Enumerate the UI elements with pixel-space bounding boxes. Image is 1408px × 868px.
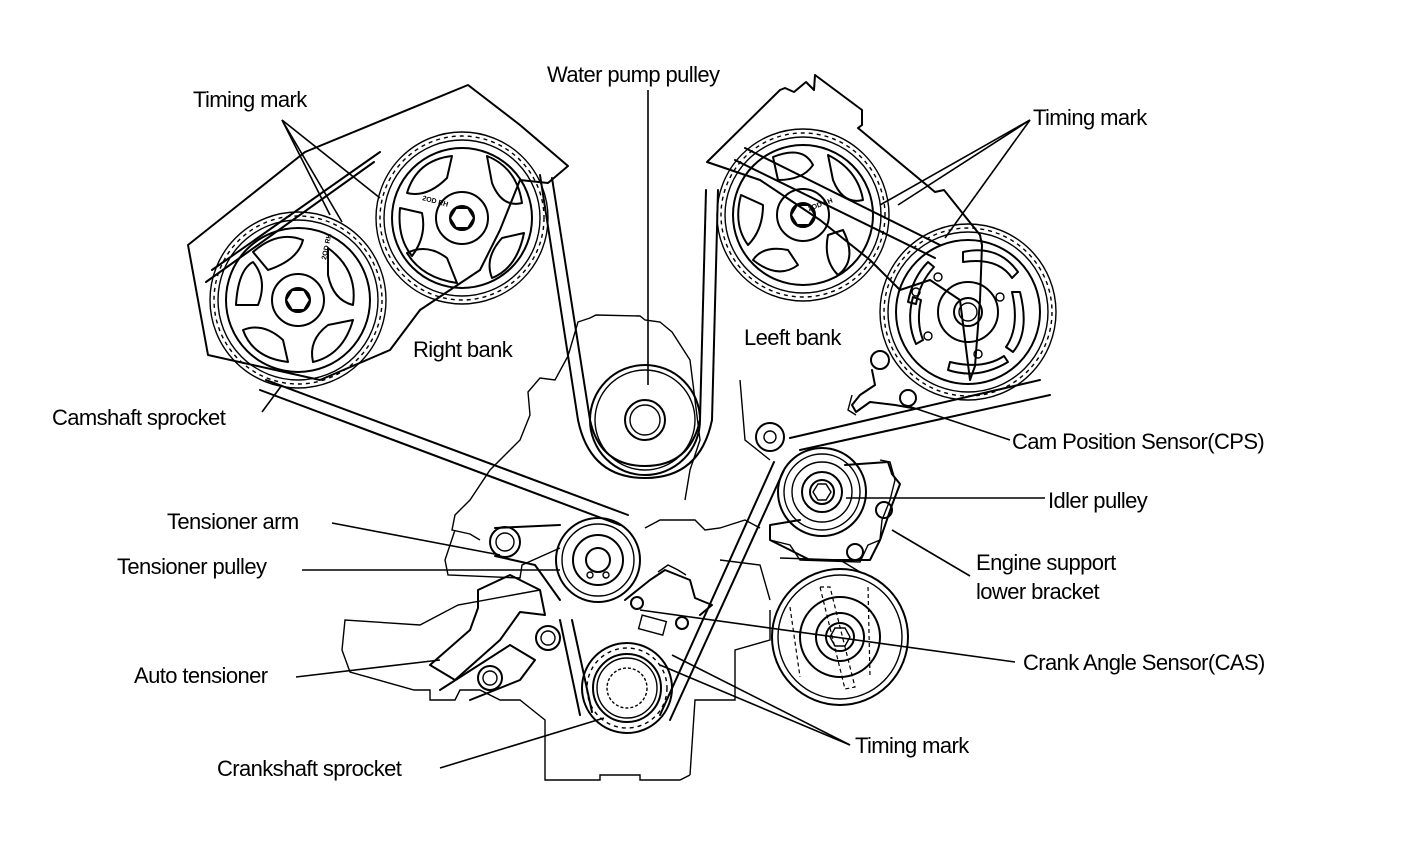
engine-block-outline [341,314,896,781]
label-crank-angle-sensor: Crank Angle Sensor(CAS) [1023,650,1265,675]
right-bank-cover [187,84,569,381]
bolt-icon [755,422,785,452]
label-auto-tensioner: Auto tensioner [134,663,268,688]
label-engine-support-line1: Engine support [976,550,1116,575]
engine-support-lower-bracket [769,461,901,573]
left-front-camshaft-sprocket: 2OD LH [716,128,890,302]
label-engine-support-line2: lower bracket [976,579,1100,604]
sprocket-marking: 2OD RH [321,233,333,260]
bolt-icon [763,430,777,444]
left-bank-cover [706,74,983,381]
timing-belt [205,147,1051,721]
label-water-pump-pulley: Water pump pulley [547,62,720,87]
label-timing-mark-left: Timing mark [193,87,308,112]
auto-tensioner [429,574,561,701]
label-cam-position-sensor: Cam Position Sensor(CPS) [1012,429,1264,454]
label-timing-mark-bottom: Timing mark [855,733,970,758]
sprocket-marking: 2OD RH [421,195,448,209]
crankshaft-sprocket [581,642,673,734]
crank-damper-pulley [771,568,909,706]
sprocket-teeth [213,215,383,385]
label-timing-mark-right: Timing mark [1033,105,1148,130]
sprocket-marking: 2OD LH [807,198,834,213]
label-idler-pulley: Idler pulley [1048,488,1148,513]
idler-pulley [777,447,867,537]
leader-lines [261,90,1045,769]
label-tensioner-pulley: Tensioner pulley [117,554,267,579]
crank-angle-sensor [624,564,713,636]
label-crankshaft-sprocket: Crankshaft sprocket [217,756,402,781]
label-left-bank: Leeft bank [744,325,842,350]
label-right-bank: Right bank [413,337,514,362]
label-camshaft-sprocket: Camshaft sprocket [52,405,226,430]
tensioner-arm [489,524,561,601]
right-front-camshaft-sprocket: 2OD RH [375,131,549,305]
water-pump-pulley [589,364,701,476]
left-rear-camshaft-sprocket [879,223,1057,401]
tensioner-pulley [555,517,641,603]
label-tensioner-arm: Tensioner arm [167,509,299,534]
